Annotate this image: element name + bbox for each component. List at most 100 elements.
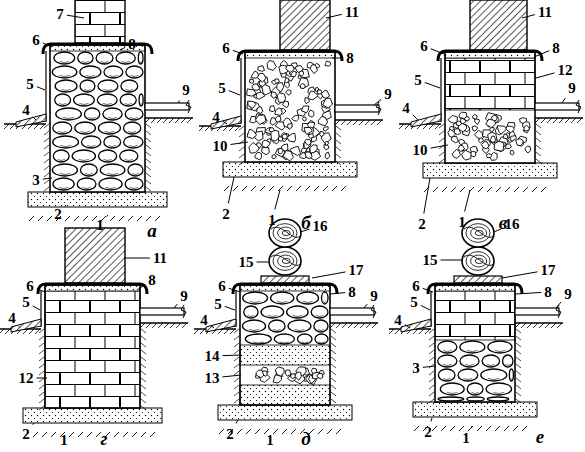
trench-hatch: [146, 124, 151, 128]
leader-line: [223, 355, 242, 357]
trench-hatch: [516, 336, 521, 340]
gravel-stone: [472, 126, 477, 131]
foundation-section: [389, 219, 563, 431]
soil-mark: [291, 429, 296, 434]
rubble-stone: [77, 178, 96, 190]
callout-number: 17: [349, 263, 364, 278]
rubble-stone: [322, 292, 328, 304]
leader-line: [431, 49, 444, 54]
stone-shade: [60, 62, 69, 63]
stone-shade: [510, 379, 512, 380]
foundation-section: [194, 219, 378, 434]
rubble-stone: [97, 94, 117, 106]
floor-beam: [335, 105, 379, 112]
ground-hatch: [181, 118, 186, 123]
gravel-stone: [452, 150, 460, 159]
ground-hatch: [175, 118, 180, 123]
trench-hatch: [146, 187, 151, 191]
trench-hatch: [439, 152, 444, 156]
mortar-layer: [445, 52, 535, 58]
leader-line: [257, 262, 269, 263]
stone-shade: [79, 104, 88, 105]
waterproofing: [438, 51, 542, 61]
soil-mark: [496, 187, 501, 192]
gravel-stone: [272, 155, 276, 159]
brick-fill: [435, 291, 515, 340]
ground-hatch: [176, 323, 181, 328]
ground-hatch: [229, 126, 234, 131]
rubble-stone: [103, 108, 122, 120]
soil-mark: [522, 426, 527, 431]
gravel-stone: [310, 145, 317, 153]
trench-hatch: [516, 385, 521, 389]
ground-hatch: [399, 124, 404, 129]
log-ring: [282, 258, 290, 263]
leader-line: [536, 73, 555, 78]
stone-shade: [316, 316, 324, 317]
rubble-stone: [297, 292, 319, 304]
foundation-outline: [50, 45, 145, 192]
gravel-stone: [275, 367, 284, 376]
gravel-stone: [249, 143, 259, 153]
ground-hatch: [571, 118, 576, 123]
leader-line: [124, 258, 150, 259]
panel-letter: г: [100, 429, 107, 448]
trench-hatch: [429, 371, 434, 375]
stone-shade: [250, 302, 261, 303]
floor-beam: [140, 308, 184, 315]
trench-hatch: [39, 364, 44, 368]
soil-mark: [110, 216, 115, 221]
soil-mark: [246, 429, 251, 434]
stone-shade: [488, 379, 499, 380]
rubble-stone: [269, 320, 285, 332]
soil-mark: [83, 216, 88, 221]
log-section: [462, 247, 494, 275]
soil-mark: [47, 216, 52, 221]
gravel-stone: [275, 79, 280, 83]
soil-mark: [523, 187, 528, 192]
leader-line: [424, 178, 430, 214]
stone-shade: [59, 76, 70, 77]
mortar-layer: [245, 52, 335, 58]
soil-mark: [233, 186, 238, 191]
soil-mark: [460, 187, 465, 192]
callout-number: 9: [568, 81, 576, 96]
stone-shade: [58, 160, 65, 161]
gravel-stone: [247, 129, 257, 138]
rubble-stone: [98, 150, 116, 162]
foundation-section: [399, 0, 583, 192]
gravel-stone: [465, 117, 470, 121]
trench-hatch: [39, 336, 44, 340]
rubble-stone: [80, 80, 95, 92]
ground-hatch: [341, 120, 346, 125]
rubble-stone: [488, 341, 512, 353]
callout-number: 10: [213, 139, 228, 154]
stone-shade: [303, 302, 312, 303]
stone-shade: [129, 146, 138, 147]
callout-number: 15: [423, 253, 438, 268]
stone-shade: [493, 393, 504, 394]
brick-wall: [75, 0, 125, 43]
soil-mark: [450, 426, 455, 431]
callout-number: 4: [22, 103, 30, 118]
stone-shade: [267, 316, 277, 317]
break-line: [576, 100, 581, 113]
rubble-stone: [458, 369, 478, 381]
gravel-stone: [490, 136, 495, 142]
rubble-stone: [78, 52, 93, 64]
gravel-stone: [269, 128, 274, 132]
gravel-stone: [473, 114, 477, 119]
callout-number: 5: [26, 77, 34, 92]
trench-hatch: [536, 152, 541, 156]
ground-hatch: [10, 124, 15, 129]
soil-mark: [78, 432, 83, 437]
trench-hatch: [439, 131, 444, 135]
trench-hatch: [516, 371, 521, 375]
leader-line: [330, 293, 345, 294]
trench-hatch: [331, 357, 336, 361]
stone-shade: [85, 174, 93, 175]
trench-hatch: [516, 357, 521, 361]
sand-cushion: [23, 408, 162, 423]
trench-hatch: [39, 392, 44, 396]
